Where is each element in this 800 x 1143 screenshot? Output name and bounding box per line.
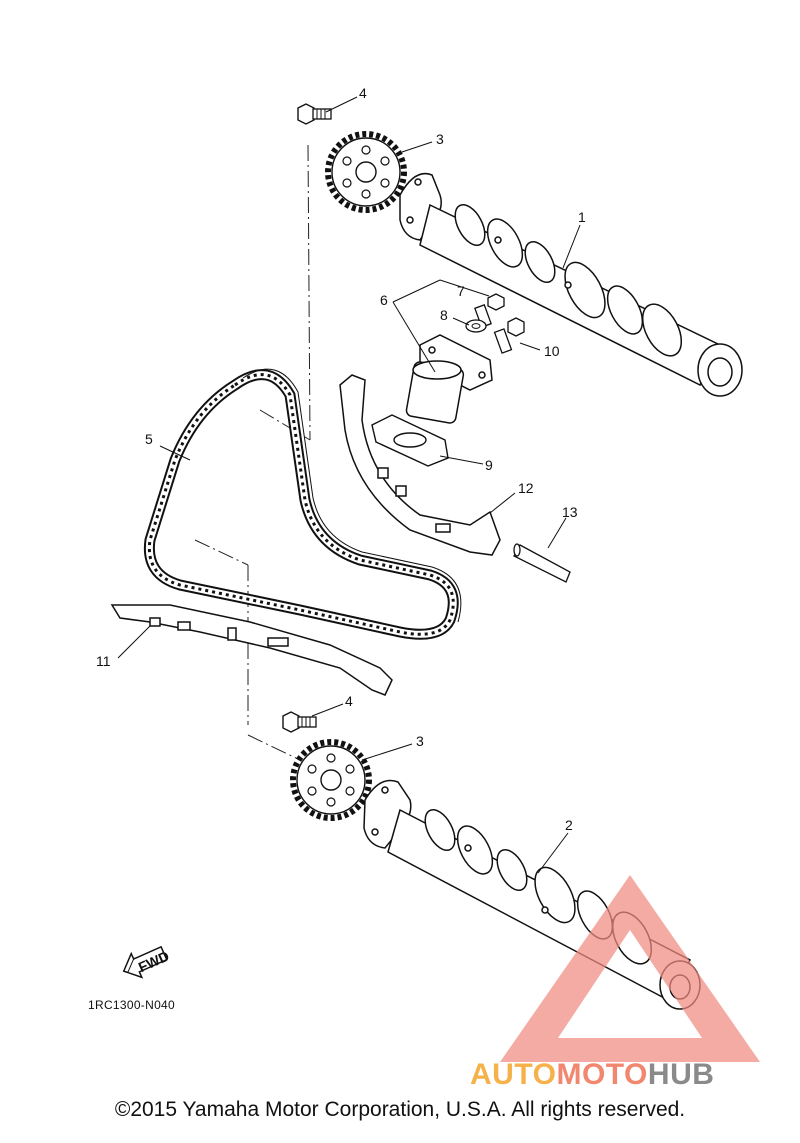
pin-13 bbox=[513, 543, 571, 583]
drawing-code: 1RC1300-N040 bbox=[88, 998, 175, 1012]
callout-bolt-bottom: 4 bbox=[345, 693, 353, 709]
bolt-top bbox=[297, 103, 332, 125]
chain-guide-11 bbox=[110, 604, 393, 696]
bolt-bottom bbox=[282, 711, 317, 733]
callout-tensioner-bolt: 7 bbox=[457, 283, 465, 299]
callout-sprocket-bottom: 3 bbox=[416, 733, 424, 749]
fwd-label: FWD bbox=[136, 948, 172, 976]
watermark-logo: AUTOMOTOHUB bbox=[470, 1058, 800, 1092]
camshaft-1 bbox=[399, 172, 743, 397]
sprocket-bottom bbox=[290, 739, 372, 821]
center-lines bbox=[194, 144, 311, 761]
callout-camshaft-2: 2 bbox=[565, 817, 573, 833]
leader-lines bbox=[117, 96, 581, 874]
callout-tensioner-assy: 6 bbox=[380, 292, 388, 308]
callout-bolt-10: 10 bbox=[544, 343, 560, 359]
callout-sprocket-top: 3 bbox=[436, 131, 444, 147]
watermark-auto: AUTO bbox=[470, 1058, 557, 1091]
fwd-arrow-icon bbox=[122, 945, 168, 979]
callout-cam-chain: 5 bbox=[145, 431, 153, 447]
cam-chain bbox=[143, 368, 462, 640]
callout-washer: 8 bbox=[440, 307, 448, 323]
bolt-10 bbox=[493, 317, 525, 354]
chain-guide-12 bbox=[339, 374, 501, 556]
watermark-triangle-icon bbox=[500, 875, 760, 1062]
washer bbox=[465, 319, 487, 333]
callout-bolt-top: 4 bbox=[359, 85, 367, 101]
gasket bbox=[371, 414, 449, 467]
callout-guide-intake: 12 bbox=[518, 480, 534, 496]
watermark-moto: MOTO bbox=[556, 1058, 648, 1091]
watermark-hub: HUB bbox=[647, 1058, 715, 1091]
callout-gasket: 9 bbox=[485, 457, 493, 473]
copyright-footer: ©2015 Yamaha Motor Corporation, U.S.A. A… bbox=[114, 1098, 686, 1121]
tensioner-assy bbox=[405, 334, 493, 424]
sprocket-top bbox=[325, 131, 407, 213]
callout-camshaft-1: 1 bbox=[578, 209, 586, 225]
callout-guide-exhaust: 11 bbox=[96, 653, 111, 669]
camshaft-2 bbox=[363, 779, 701, 1010]
callout-pin: 13 bbox=[562, 504, 578, 520]
